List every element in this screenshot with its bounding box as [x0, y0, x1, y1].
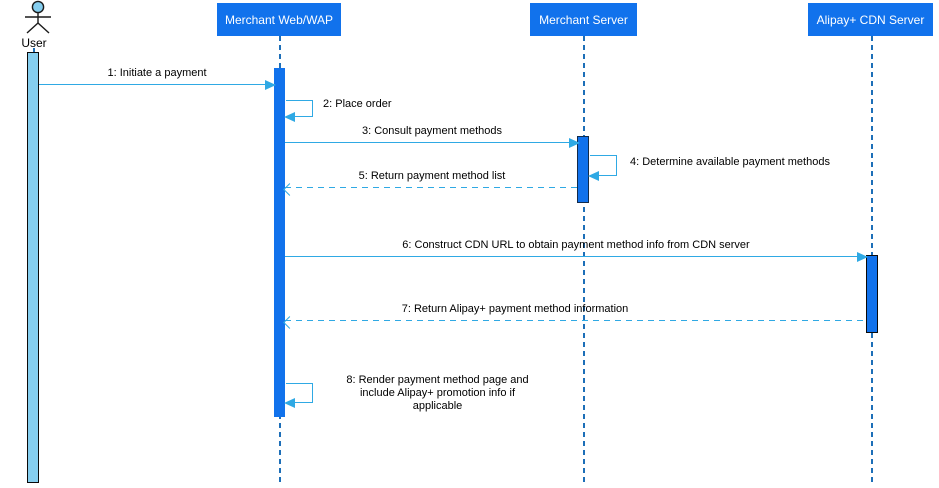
arrowhead-right-icon: [857, 252, 868, 262]
message-5-return-payment-method-list: 5: Return payment method list: [283, 164, 579, 196]
message-3-label: 3: Consult payment methods: [361, 125, 503, 137]
participant-merchant-web: Merchant Web/WAP: [217, 3, 341, 36]
message-8-label: 8: Render payment method page and includ…: [346, 374, 529, 412]
arrowhead-right-icon: [569, 138, 580, 148]
message-8-render-payment-page: 8: Render payment method page and includ…: [284, 374, 529, 412]
open-arrowhead-left-icon: [283, 316, 296, 329]
arrowhead-right-icon: [265, 80, 276, 90]
message-6-label: 6: Construct CDN URL to obtain payment m…: [402, 239, 750, 251]
arrowhead-left-icon: [284, 398, 295, 408]
message-2-label: 2: Place order: [323, 98, 392, 110]
arrowhead-left-icon: [588, 171, 599, 181]
participant-alipay-cdn: Alipay+ CDN Server: [808, 3, 933, 36]
open-arrowhead-left-icon: [283, 183, 296, 196]
actor-user-label: User: [21, 36, 47, 50]
participant-merchant-server: Merchant Server: [530, 3, 637, 36]
arrowhead-left-icon: [284, 112, 295, 122]
activation-bar-merchant-web: [274, 68, 285, 417]
message-7-label: 7: Return Alipay+ payment method informa…: [401, 303, 629, 315]
message-5-line: [285, 186, 579, 188]
message-1-initiate-payment: 1: Initiate a payment: [39, 61, 276, 90]
message-2-place-order: 2: Place order: [284, 98, 391, 122]
message-1-line: [39, 83, 275, 85]
activation-bar-user: [27, 52, 39, 483]
activation-bar-alipay-cdn: [866, 255, 878, 333]
message-6-line: [285, 255, 867, 257]
message-3-line: [285, 141, 579, 143]
message-5-label: 5: Return payment method list: [358, 170, 506, 182]
message-7-line: [285, 319, 867, 321]
actor-user: User: [9, 0, 59, 49]
message-4-label: 4: Determine available payment methods: [630, 156, 830, 168]
message-6-construct-cdn-url: 6: Construct CDN URL to obtain payment m…: [285, 233, 868, 262]
message-3-consult-payment-methods: 3: Consult payment methods: [285, 119, 580, 148]
lifeline-merchant-server: [583, 36, 585, 483]
message-4-determine-available-methods: 4: Determine available payment methods: [588, 155, 830, 181]
message-1-label: 1: Initiate a payment: [107, 67, 207, 79]
user-actor-icon: [25, 0, 51, 34]
activation-bar-merchant-server: [577, 136, 589, 203]
message-7-return-payment-method-info: 7: Return Alipay+ payment method informa…: [283, 297, 867, 329]
